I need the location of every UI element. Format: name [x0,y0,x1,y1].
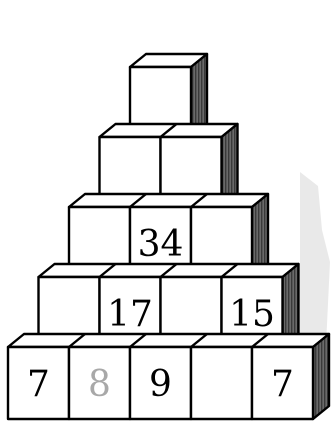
cell-number: 9 [149,364,172,405]
pyramid-cell: 7 [252,347,313,419]
row-top-face [69,194,268,207]
cell-number: 34 [138,224,184,265]
cell-number: 8 [88,364,111,405]
pyramid-cell: 9 [130,347,191,419]
cell-number: 7 [271,364,294,405]
cast-shadow [300,172,330,345]
row-side-face [313,334,329,419]
pyramid-cell: 8 [69,347,130,419]
pyramid-cell [191,347,252,419]
pyramid-cell: 7 [8,347,69,419]
cell-front-face [191,347,252,419]
cell-number: 15 [229,294,275,335]
cell-number: 17 [107,294,153,335]
row-top-face [8,334,329,347]
cell-number: 7 [27,364,50,405]
